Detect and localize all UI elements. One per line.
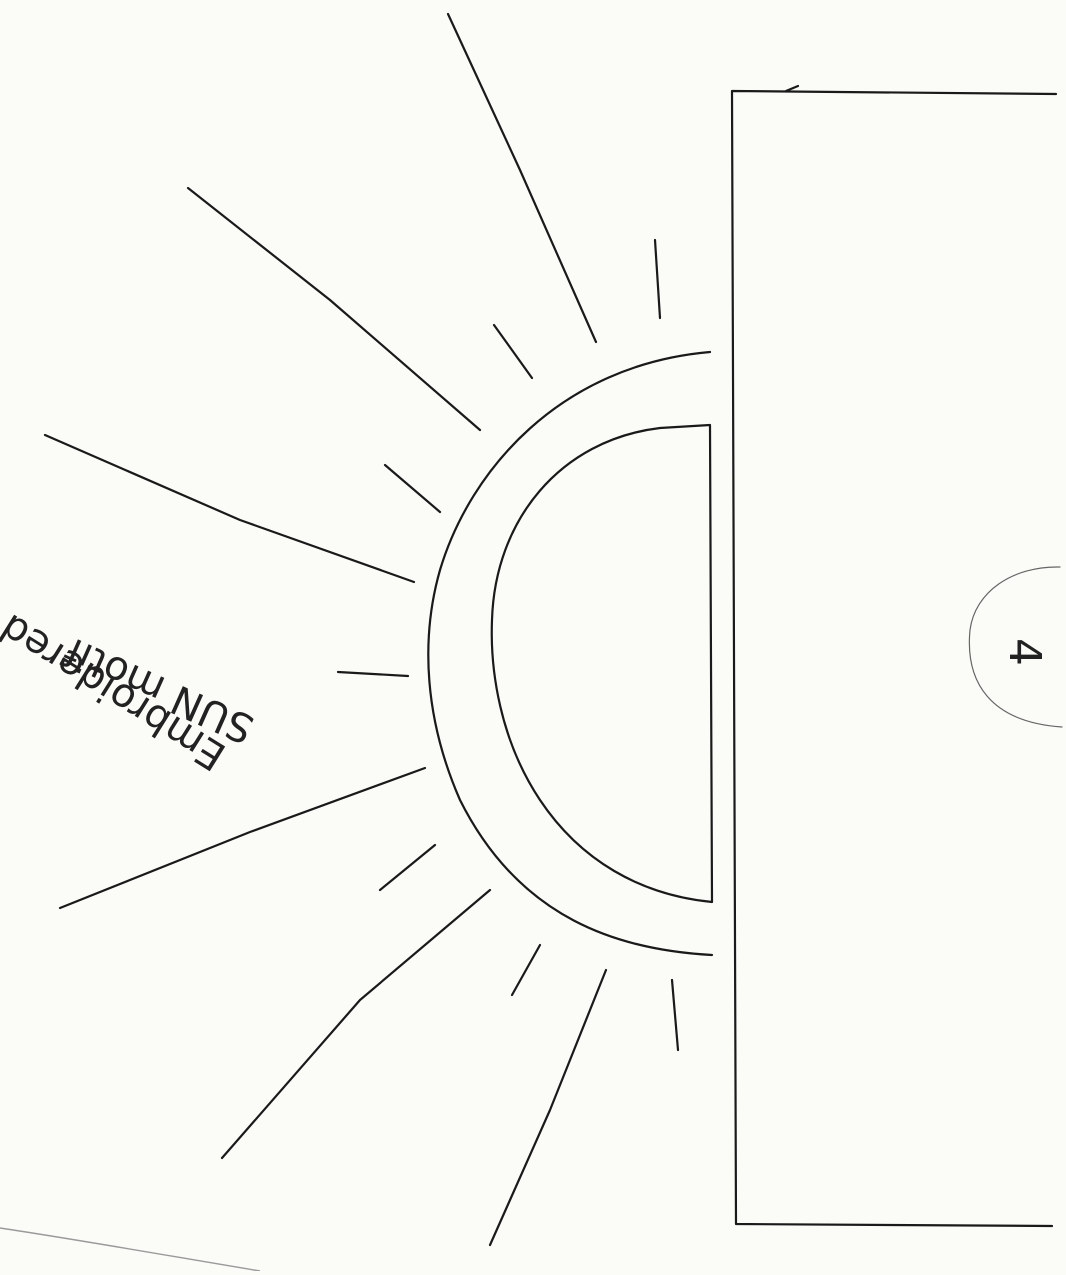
sun-ray-short — [494, 325, 532, 378]
page-number: 4 — [999, 638, 1050, 666]
frame-corner-tick — [786, 86, 798, 91]
sun-ray-short — [380, 845, 435, 890]
sun-ray-long — [222, 890, 490, 1158]
sun-ray-long — [188, 188, 480, 430]
ink-layer — [45, 14, 1062, 1245]
sun-ray-short — [338, 672, 408, 676]
stray-pencil-mark — [0, 1228, 260, 1271]
sun-ray-long — [448, 14, 596, 342]
sun-ray-short — [672, 980, 678, 1050]
sun-ray-short — [512, 945, 540, 995]
sun-ray-short — [385, 465, 440, 512]
sun-ray-long — [45, 435, 414, 582]
sun-inner-disc — [492, 425, 712, 902]
sun-ray-long — [490, 970, 606, 1245]
sun-ray-long — [60, 768, 425, 908]
sun-ray-short — [655, 240, 660, 318]
sun-outer-arc — [428, 352, 712, 955]
